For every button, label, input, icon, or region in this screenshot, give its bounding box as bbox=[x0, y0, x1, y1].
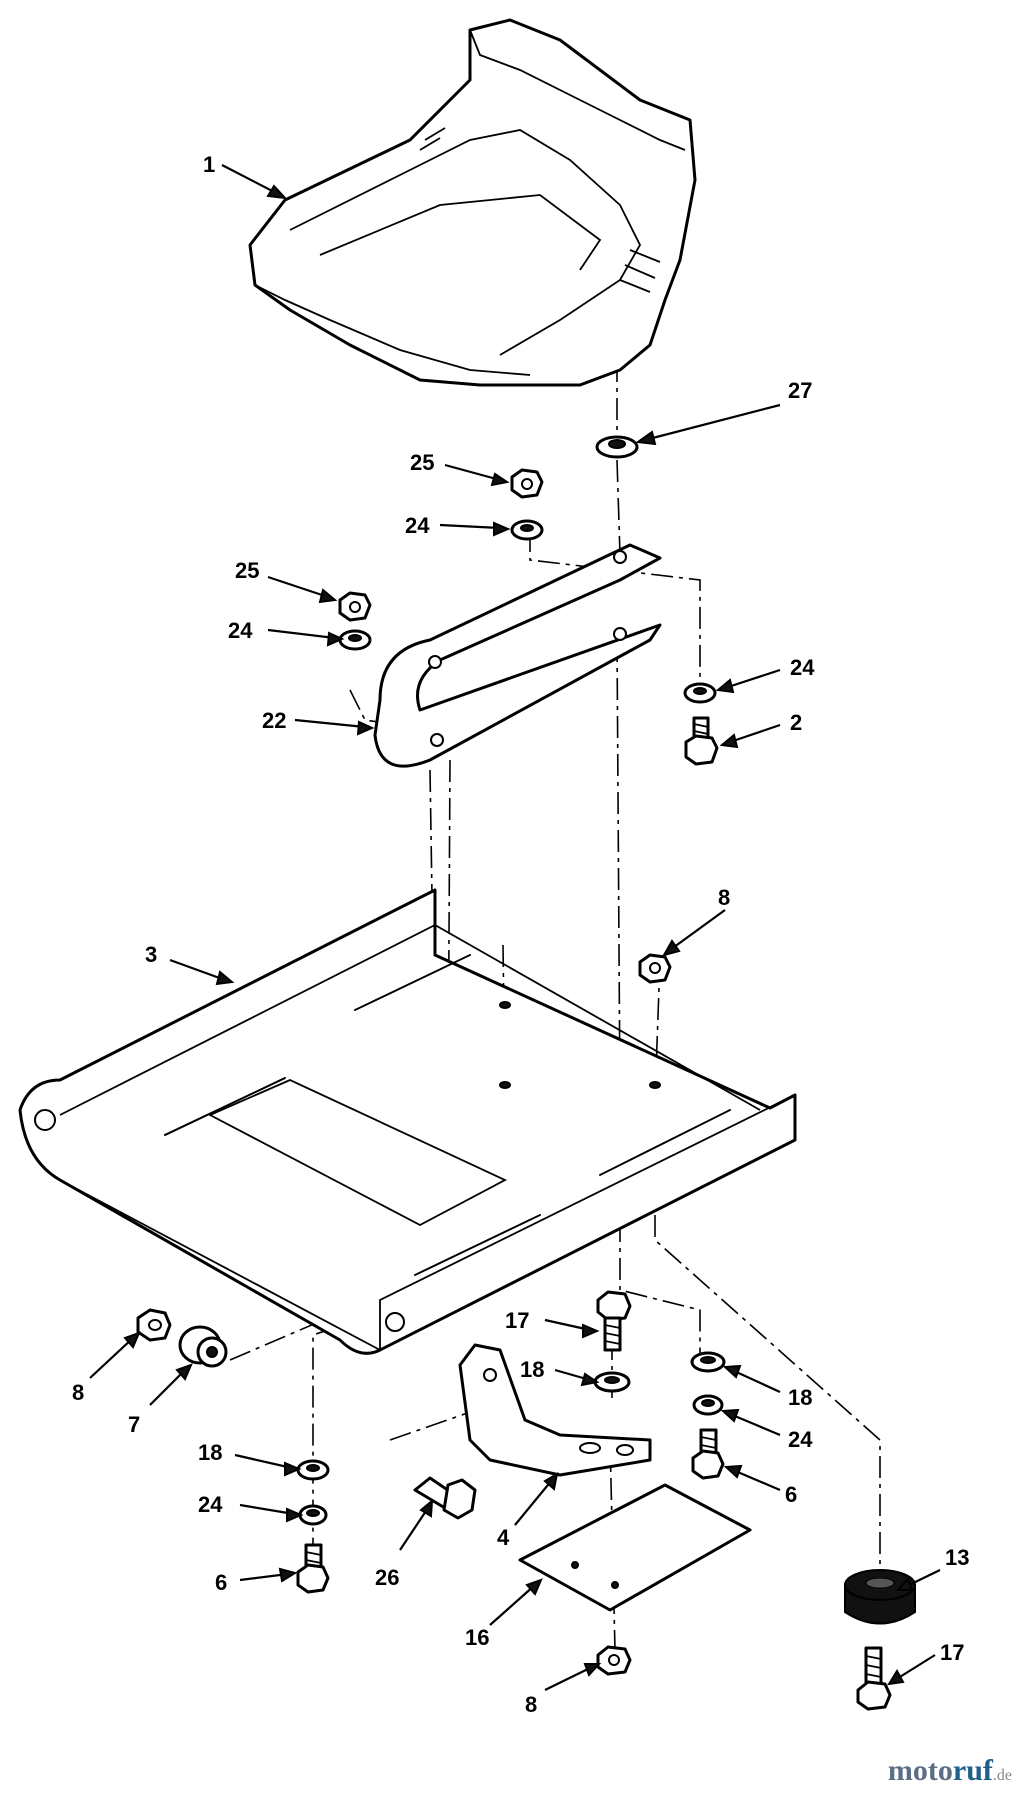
part-25-nut-left bbox=[338, 591, 372, 622]
part-6-bolt-left bbox=[296, 1543, 330, 1594]
watermark-brand-b: ruf bbox=[952, 1754, 993, 1787]
part-24-washer-left-lower bbox=[298, 1504, 328, 1526]
callout-17: 17 bbox=[505, 1308, 529, 1333]
leader-arrows bbox=[89, 164, 941, 1691]
part-22-bracket bbox=[373, 543, 662, 768]
callout-24: 24 bbox=[228, 618, 253, 643]
callout-18: 18 bbox=[788, 1385, 812, 1410]
callout-27: 27 bbox=[788, 378, 812, 403]
part-24-washer-left bbox=[338, 629, 372, 651]
part-18-washer-left bbox=[296, 1459, 330, 1481]
callout-22: 22 bbox=[262, 708, 286, 733]
part-24-washer-right bbox=[683, 682, 717, 704]
part-25-nut-upper bbox=[510, 468, 544, 499]
part-8-nut-upper bbox=[638, 953, 672, 984]
callout-13: 13 bbox=[945, 1545, 969, 1570]
callout-4: 4 bbox=[497, 1525, 510, 1550]
callout-8: 8 bbox=[72, 1380, 84, 1405]
callout-6: 6 bbox=[215, 1570, 227, 1595]
callout-2: 2 bbox=[790, 710, 802, 735]
callout-1: 1 bbox=[203, 152, 215, 177]
part-17-bolt-upper bbox=[596, 1290, 632, 1352]
part-7-bushing bbox=[178, 1325, 228, 1368]
part-4-bracket bbox=[458, 1343, 652, 1477]
part-2-bolt bbox=[684, 716, 719, 766]
part-6-bolt-right bbox=[691, 1428, 725, 1480]
callout-3: 3 bbox=[145, 942, 157, 967]
watermark-brand-a: moto bbox=[887, 1754, 953, 1787]
callout-24: 24 bbox=[198, 1492, 223, 1517]
callout-8: 8 bbox=[718, 885, 730, 910]
callout-16: 16 bbox=[465, 1625, 489, 1650]
callout-7: 7 bbox=[128, 1412, 140, 1437]
callout-17: 17 bbox=[940, 1640, 964, 1665]
part-16-plate bbox=[518, 1483, 752, 1612]
callout-18: 18 bbox=[198, 1440, 222, 1465]
motoruf-watermark: motoruf.de bbox=[888, 1754, 1012, 1788]
callout-18: 18 bbox=[520, 1357, 544, 1382]
callout-8: 8 bbox=[525, 1692, 537, 1717]
part-17-bolt-lower bbox=[856, 1646, 892, 1711]
seat bbox=[248, 18, 697, 387]
part-8-nut-left bbox=[136, 1308, 172, 1342]
part-26-bolt bbox=[413, 1476, 477, 1520]
part-18-washer-mid bbox=[593, 1371, 631, 1393]
callout-6: 6 bbox=[785, 1482, 797, 1507]
watermark-suffix: .de bbox=[992, 1767, 1012, 1784]
callout-24: 24 bbox=[788, 1427, 813, 1452]
callout-25: 25 bbox=[235, 558, 259, 583]
callout-labels: 1 27 25 24 25 24 24 22 2 8 3 8 7 17 18 1… bbox=[72, 152, 969, 1717]
callout-25: 25 bbox=[410, 450, 434, 475]
callout-26: 26 bbox=[375, 1565, 399, 1590]
part-18-washer-right bbox=[690, 1351, 726, 1373]
part-13-bumper bbox=[844, 1569, 916, 1625]
callout-24: 24 bbox=[790, 655, 815, 680]
part-27-washer bbox=[595, 435, 639, 459]
callout-24: 24 bbox=[405, 513, 430, 538]
part-3-base-plate bbox=[18, 888, 797, 1355]
part-8-nut-bottom bbox=[596, 1645, 632, 1676]
part-24-washer-right-lower bbox=[692, 1394, 724, 1416]
part-24-washer-upper bbox=[510, 519, 544, 541]
